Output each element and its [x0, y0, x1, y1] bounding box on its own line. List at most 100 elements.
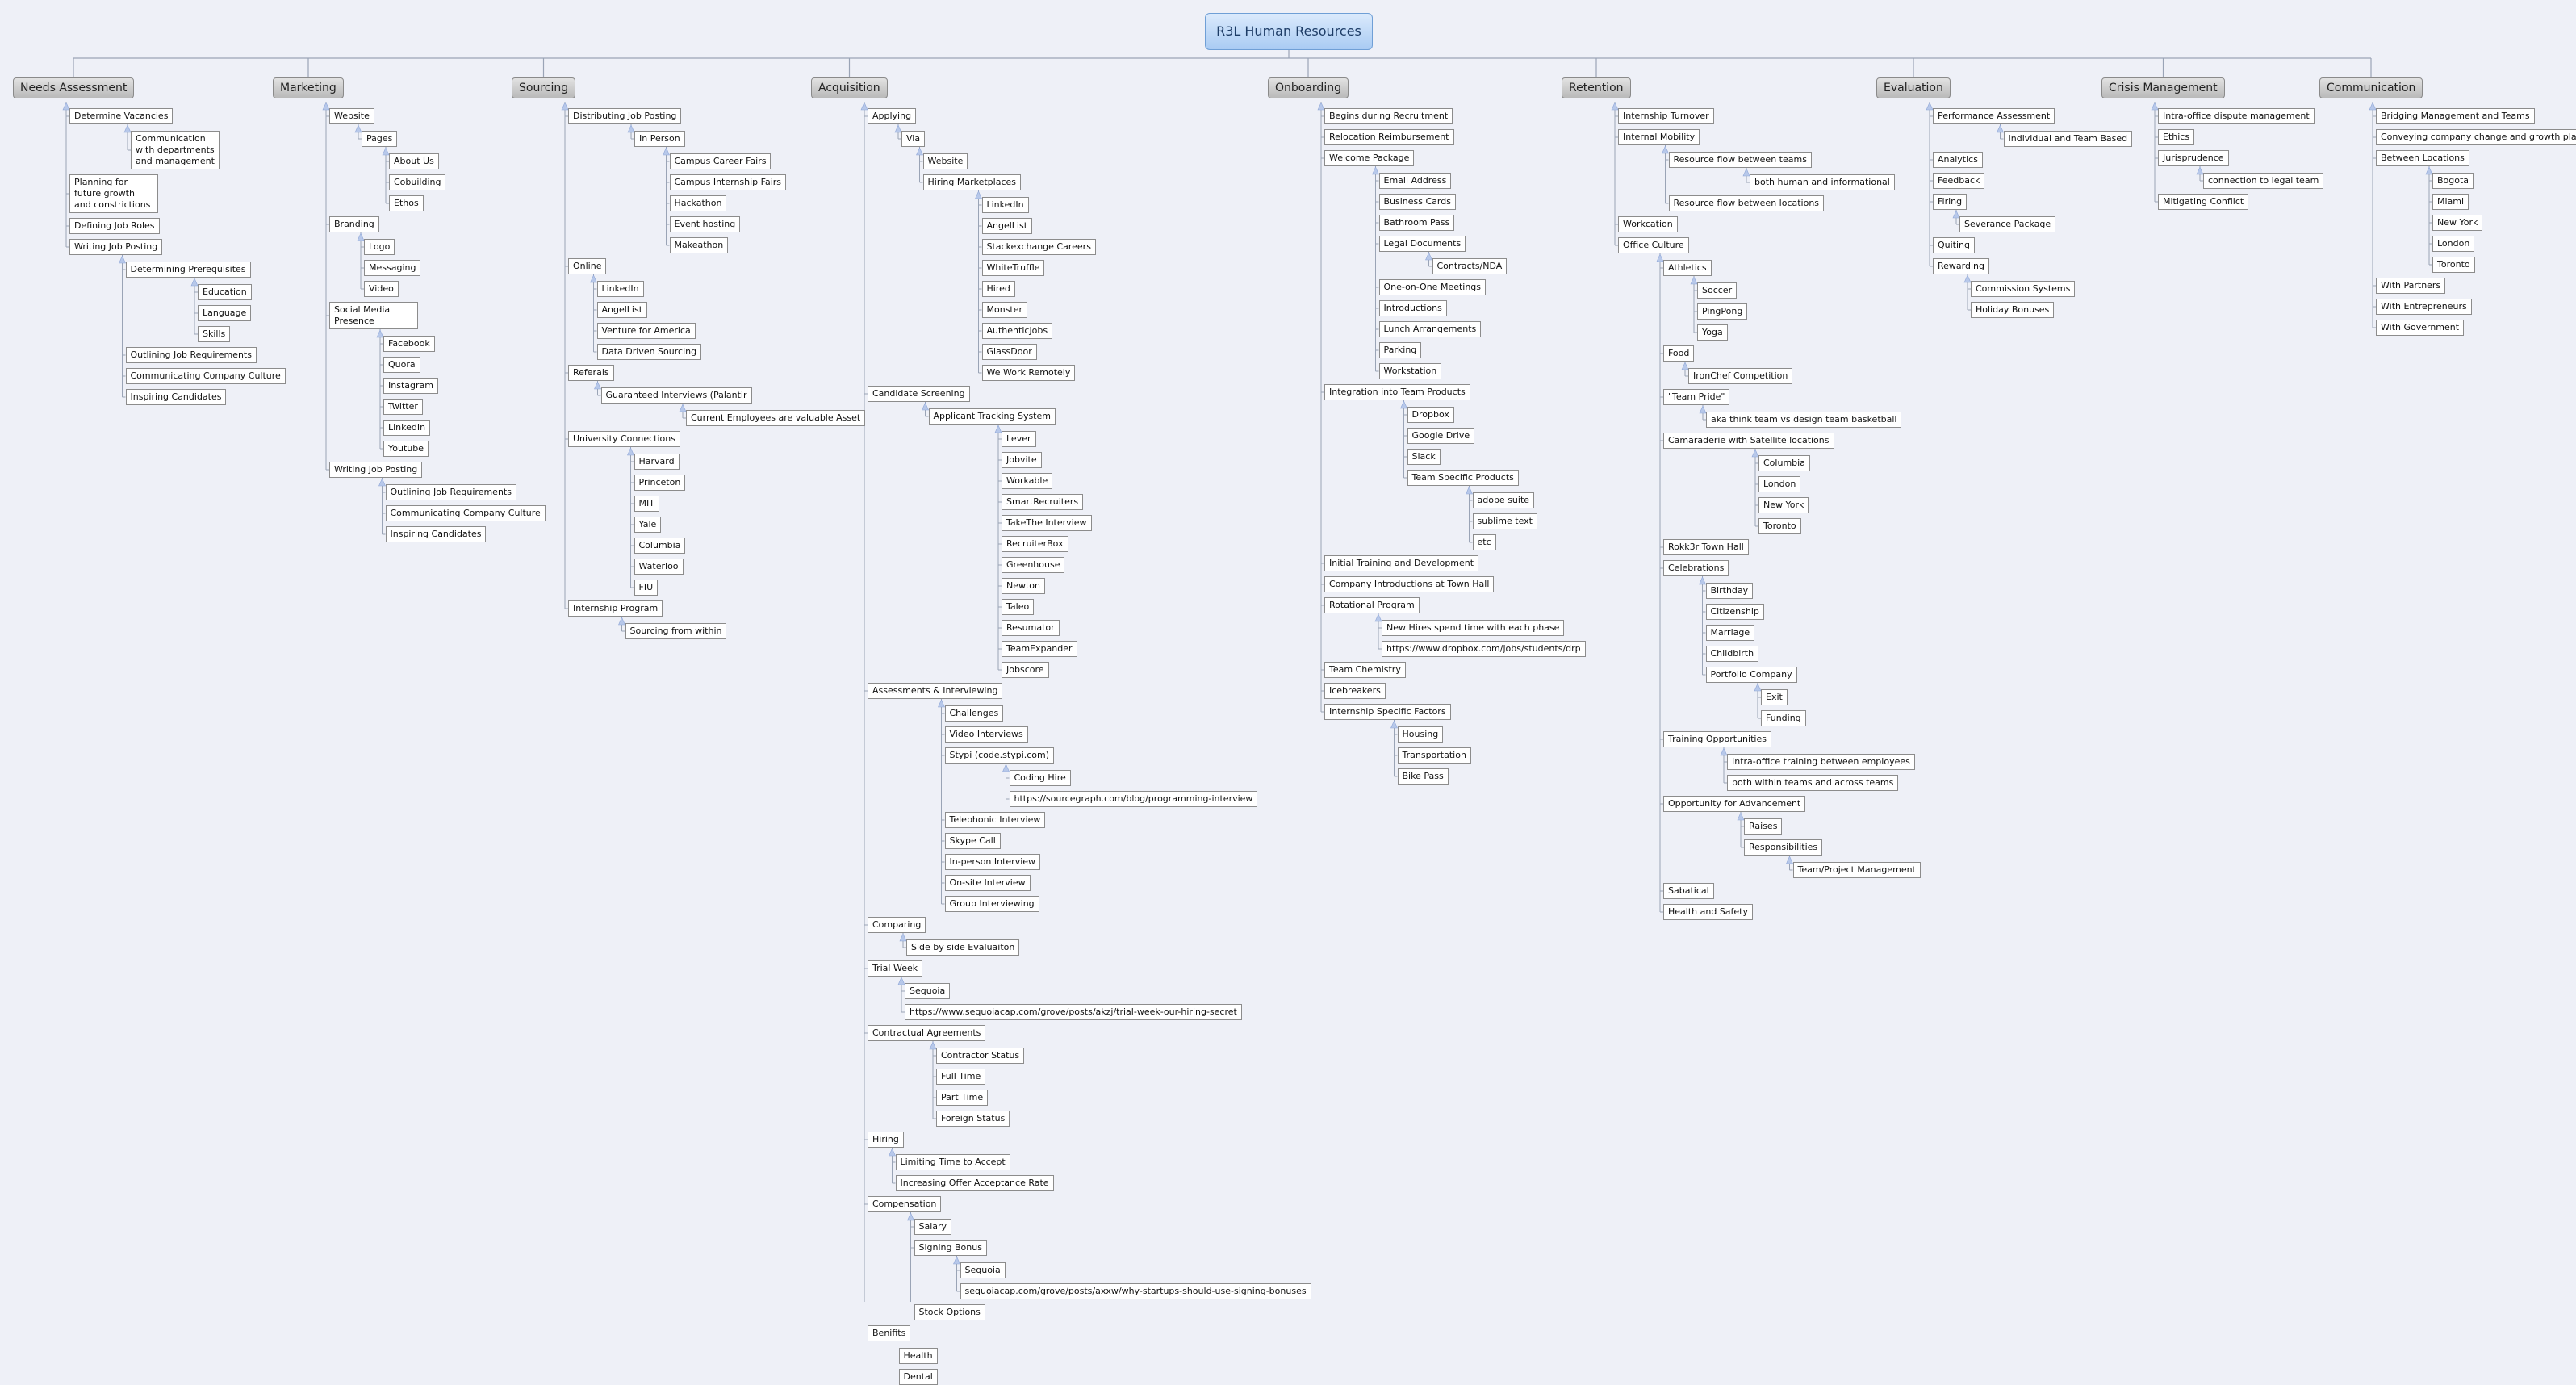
topic-marriage[interactable]: Marriage [1705, 625, 1755, 641]
topic-assessments-interviewing[interactable]: Assessments & Interviewing [868, 683, 1003, 699]
topic-coding-hire[interactable]: Coding Hire [1009, 770, 1071, 786]
topic-trial-week[interactable]: Trial Week [868, 960, 923, 977]
topic-waterloo[interactable]: Waterloo [634, 559, 684, 575]
topic-etc[interactable]: etc [1472, 534, 1496, 550]
topic-initial-training-and-development[interactable]: Initial Training and Development [1324, 555, 1479, 571]
topic-columbia[interactable]: Columbia [1758, 455, 1810, 471]
topic-stock-options[interactable]: Stock Options [914, 1304, 985, 1320]
topic-jobvite[interactable]: Jobvite [1002, 452, 1042, 468]
branch-onboarding[interactable]: Onboarding [1268, 77, 1349, 98]
topic-rewarding[interactable]: Rewarding [1933, 258, 1989, 274]
topic-hiring-marketplaces[interactable]: Hiring Marketplaces [922, 174, 1021, 190]
topic-part-time[interactable]: Part Time [936, 1090, 989, 1106]
topic-glassdoor[interactable]: GlassDoor [981, 344, 1037, 360]
topic-pingpong[interactable]: PingPong [1697, 303, 1748, 320]
topic-internship-program[interactable]: Internship Program [568, 600, 663, 617]
topic-pages[interactable]: Pages [362, 131, 398, 147]
topic-social-media-presence[interactable]: Social Media Presence [329, 302, 418, 329]
topic-comparing[interactable]: Comparing [868, 917, 926, 933]
topic-miami[interactable]: Miami [2432, 194, 2469, 210]
topic-ethics[interactable]: Ethics [2158, 129, 2195, 145]
topic-smartrecruiters[interactable]: SmartRecruiters [1002, 494, 1084, 510]
topic-mitigating-conflict[interactable]: Mitigating Conflict [2158, 194, 2249, 210]
topic-facebook[interactable]: Facebook [383, 336, 435, 352]
topic-with-partners[interactable]: With Partners [2376, 278, 2446, 294]
topic-on-site-interview[interactable]: On-site Interview [944, 875, 1031, 891]
topic-contractor-status[interactable]: Contractor Status [936, 1048, 1025, 1064]
topic-online[interactable]: Online [568, 258, 607, 274]
branch-evaluation[interactable]: Evaluation [1876, 77, 1951, 98]
topic-campus-internship-fairs[interactable]: Campus Internship Fairs [669, 174, 787, 190]
topic-internal-mobility[interactable]: Internal Mobility [1618, 129, 1700, 145]
topic-angellist[interactable]: AngelList [981, 218, 1033, 234]
topic-health[interactable]: Health [898, 1348, 938, 1364]
topic-introductions[interactable]: Introductions [1378, 300, 1447, 316]
topic-communication-with-departments-and-manag[interactable]: Communication with departments and manag… [131, 131, 220, 169]
branch-needs-assessment[interactable]: Needs Assessment [13, 77, 135, 98]
topic-makeathon[interactable]: Makeathon [669, 237, 729, 253]
topic-ethos[interactable]: Ethos [389, 195, 424, 211]
topic-inspiring-candidates[interactable]: Inspiring Candidates [385, 526, 487, 542]
topic-challenges[interactable]: Challenges [944, 705, 1004, 722]
topic-website[interactable]: Website [329, 108, 374, 124]
branch-retention[interactable]: Retention [1562, 77, 1631, 98]
topic-full-time[interactable]: Full Time [936, 1069, 986, 1085]
topic-ironchef-competition[interactable]: IronChef Competition [1688, 368, 1793, 384]
topic-candidate-screening[interactable]: Candidate Screening [868, 386, 970, 402]
topic-hired[interactable]: Hired [981, 281, 1015, 297]
topic-bogota[interactable]: Bogota [2432, 173, 2474, 189]
topic-limiting-time-to-accept[interactable]: Limiting Time to Accept [895, 1154, 1010, 1170]
topic-bathroom-pass[interactable]: Bathroom Pass [1378, 215, 1455, 231]
topic-workcation[interactable]: Workcation [1618, 216, 1678, 232]
topic-applicant-tracking-system[interactable]: Applicant Tracking System [928, 408, 1056, 425]
topic-email-address[interactable]: Email Address [1378, 173, 1452, 189]
topic-in-person[interactable]: In Person [634, 131, 685, 147]
topic-distributing-job-posting[interactable]: Distributing Job Posting [568, 108, 682, 124]
branch-communication[interactable]: Communication [2319, 77, 2423, 98]
topic-skills[interactable]: Skills [198, 326, 231, 342]
topic-twitter[interactable]: Twitter [383, 399, 423, 415]
topic-greenhouse[interactable]: Greenhouse [1002, 557, 1065, 573]
topic-between-locations[interactable]: Between Locations [2376, 150, 2469, 166]
topic-resumator[interactable]: Resumator [1002, 620, 1060, 636]
topic-video-interviews[interactable]: Video Interviews [944, 726, 1028, 743]
topic-foreign-status[interactable]: Foreign Status [936, 1111, 1010, 1127]
topic-inspiring-candidates[interactable]: Inspiring Candidates [125, 389, 227, 405]
topic-with-government[interactable]: With Government [2376, 320, 2465, 336]
topic-determining-prerequisites[interactable]: Determining Prerequisites [125, 262, 251, 278]
topic-https-www-dropbox-com-jobs-students-drp[interactable]: https://www.dropbox.com/jobs/students/dr… [1382, 641, 1586, 657]
topic-princeton[interactable]: Princeton [634, 475, 686, 491]
topic-london[interactable]: London [1758, 476, 1801, 492]
topic-connection-to-legal-team[interactable]: connection to legal team [2203, 173, 2324, 189]
topic-yoga[interactable]: Yoga [1697, 324, 1728, 341]
topic-jobscore[interactable]: Jobscore [1002, 662, 1049, 678]
branch-crisis-management[interactable]: Crisis Management [2101, 77, 2225, 98]
topic-quora[interactable]: Quora [383, 357, 420, 373]
topic-integration-into-team-products[interactable]: Integration into Team Products [1324, 384, 1470, 400]
topic-sequoia[interactable]: Sequoia [905, 983, 951, 999]
topic-bike-pass[interactable]: Bike Pass [1397, 768, 1449, 785]
topic-contracts-nda[interactable]: Contracts/NDA [1432, 258, 1508, 274]
topic-in-person-interview[interactable]: In-person Interview [944, 854, 1041, 870]
topic-company-introductions-at-town-hall[interactable]: Company Introductions at Town Hall [1324, 576, 1495, 592]
topic-holiday-bonuses[interactable]: Holiday Bonuses [1971, 302, 2055, 318]
topic-planning-for-future-growth-and-constrict[interactable]: Planning for future growth and constrict… [69, 174, 158, 213]
topic-logo[interactable]: Logo [364, 239, 395, 255]
topic-signing-bonus[interactable]: Signing Bonus [914, 1240, 987, 1256]
topic-rokk3r-town-hall[interactable]: Rokk3r Town Hall [1663, 539, 1749, 555]
topic-dental[interactable]: Dental [898, 1369, 938, 1385]
topic-office-culture[interactable]: Office Culture [1618, 237, 1689, 253]
topic-takethe-interview[interactable]: TakeThe Interview [1002, 515, 1092, 531]
topic-intra-office-training-between-employees[interactable]: Intra-office training between employees [1727, 754, 1915, 770]
topic-determine-vacancies[interactable]: Determine Vacancies [69, 108, 174, 124]
topic-education[interactable]: Education [198, 284, 252, 300]
topic-stypi-code-stypi-com[interactable]: Stypi (code.stypi.com) [944, 747, 1055, 764]
topic-adobe-suite[interactable]: adobe suite [1472, 492, 1535, 508]
topic-skype-call[interactable]: Skype Call [944, 833, 1001, 849]
root-topic[interactable]: R3L Human Resources [1205, 13, 1373, 50]
topic-event-hosting[interactable]: Event hosting [669, 216, 741, 232]
topic-housing[interactable]: Housing [1397, 726, 1444, 743]
topic-both-within-teams-and-across-teams[interactable]: both within teams and across teams [1727, 775, 1899, 791]
topic-firing[interactable]: Firing [1933, 194, 1968, 210]
topic-feedback[interactable]: Feedback [1933, 173, 1985, 189]
